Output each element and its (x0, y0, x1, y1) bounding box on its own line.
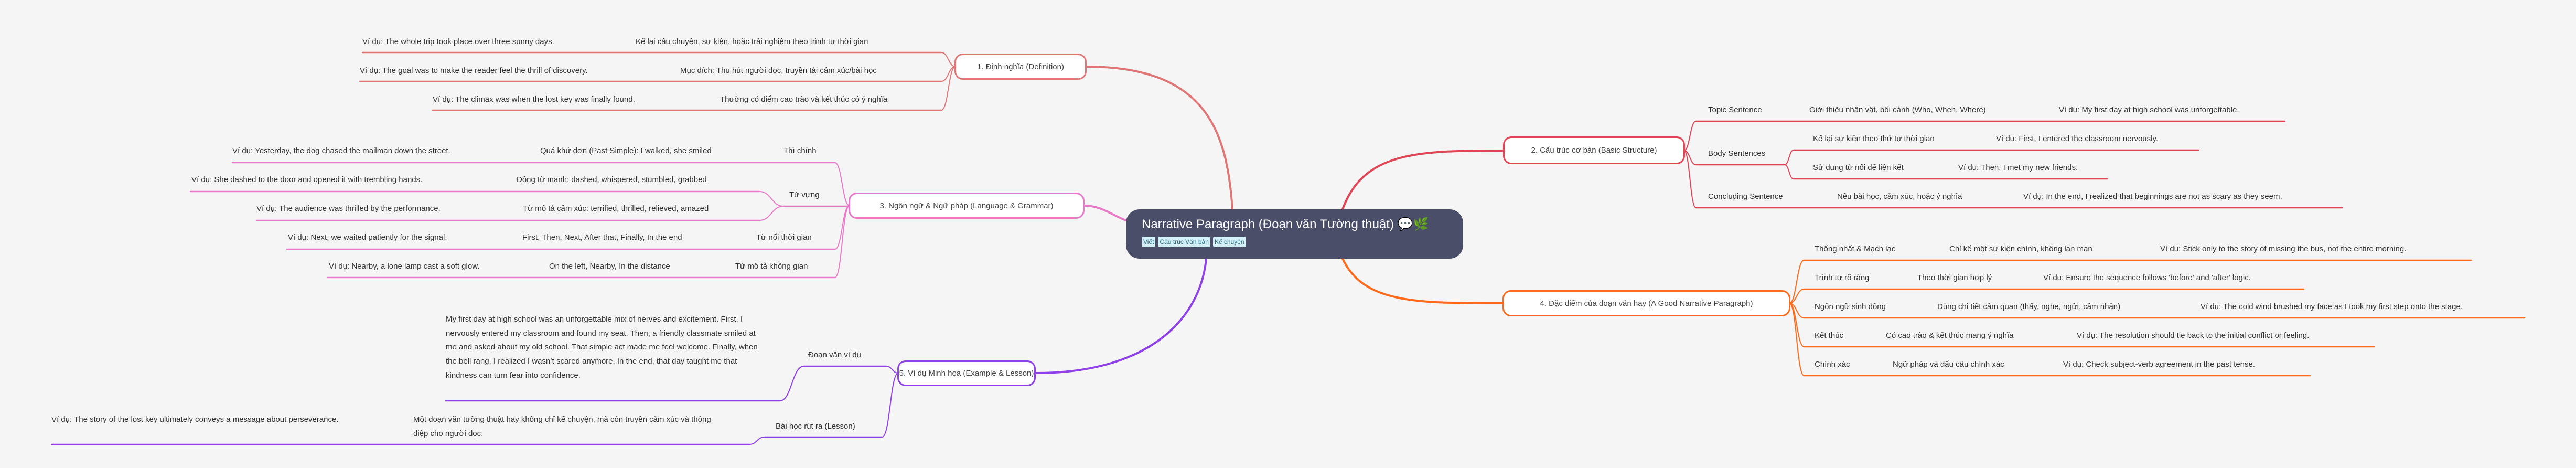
detail-text[interactable]: Dùng chi tiết cảm quan (thấy, nghe, ngửi… (1937, 302, 2121, 311)
subtopic[interactable]: Đoạn văn ví dụ (808, 350, 861, 359)
example-text[interactable]: Ví dụ: The climax was when the lost key … (433, 95, 635, 104)
branch-curve (759, 206, 784, 221)
detail-text[interactable]: Động từ mạnh: dashed, whispered, stumble… (517, 175, 707, 184)
example-paragraph[interactable]: My first day at high school was an unfor… (446, 315, 758, 380)
example-text[interactable]: Ví dụ: My first day at high school was u… (2059, 105, 2239, 114)
detail-text[interactable]: Theo thời gian hợp lý (1917, 273, 1992, 282)
root-tags: Viết Cấu trúc Văn bản Kể chuyện (1142, 237, 1447, 247)
example-text[interactable]: Ví dụ: Yesterday, the dog chased the mai… (232, 146, 450, 155)
subtopic[interactable]: Từ nối thời gian (756, 233, 812, 242)
example-text[interactable]: Ví dụ: The story of the lost key ultimat… (51, 415, 339, 424)
subtopic[interactable]: Chính xác (1815, 360, 1850, 369)
root-topic[interactable]: Narrative Paragraph (Đoạn văn Tường thuậ… (1126, 209, 1463, 259)
branch-curve (779, 366, 804, 401)
example-text[interactable]: Ví dụ: In the end, I realized that begin… (2023, 192, 2282, 201)
topic-example-lesson[interactable]: 5. Ví dụ Minh họa (Example & Lesson) (897, 360, 1036, 386)
detail-text[interactable]: Quá khứ đơn (Past Simple): I walked, she… (540, 146, 712, 155)
branch-curve (1789, 289, 1805, 304)
detail-text[interactable]: Chỉ kể một sự kiện chính, không lan man (1949, 244, 2092, 253)
example-text[interactable]: Ví dụ: Stick only to the story of missin… (2160, 244, 2407, 253)
subtopic[interactable]: Body Sentences (1708, 149, 1766, 158)
detail-text[interactable]: On the left, Nearby, In the distance (549, 262, 670, 271)
subtopic[interactable]: Bài học rút ra (Lesson) (776, 422, 855, 431)
detail-text[interactable]: Sử dụng từ nối để liên kết (1813, 163, 1904, 172)
topic-good-paragraph-label: 4. Đặc điểm của đoạn văn hay (A Good Nar… (1540, 299, 1753, 308)
example-text[interactable]: Ví dụ: Nearby, a lone lamp cast a soft g… (329, 262, 480, 271)
tag-writing[interactable]: Viết (1142, 237, 1156, 247)
detail-text[interactable]: First, Then, Next, After that, Finally, … (522, 233, 682, 242)
subtopic[interactable]: Từ vựng (789, 190, 820, 199)
root-connector-3 (1083, 205, 1127, 221)
topic-good-paragraph[interactable]: 4. Đặc điểm của đoạn văn hay (A Good Nar… (1502, 290, 1790, 316)
branch-curve (1683, 150, 1697, 208)
branch-curve (834, 162, 850, 206)
topic-basic-structure[interactable]: 2. Cấu trúc cơ bản (Basic Structure) (1503, 136, 1685, 164)
branch-curve (1784, 164, 1794, 179)
example-text[interactable]: Ví dụ: She dashed to the door and opened… (191, 175, 423, 184)
branch-curve (1789, 303, 1805, 376)
topic-language-grammar[interactable]: 3. Ngôn ngữ & Ngữ pháp (Language & Gramm… (849, 193, 1085, 219)
example-text[interactable]: Ví dụ: First, I entered the classroom ne… (1996, 134, 2159, 143)
root-title-row: Narrative Paragraph (Đoạn văn Tường thuậ… (1142, 217, 1447, 232)
example-text[interactable]: Ví dụ: The audience was thrilled by the … (256, 204, 441, 213)
branch-curve (886, 366, 899, 374)
branch-curve (941, 52, 956, 67)
example-text[interactable]: Ví dụ: Check subject-verb agreement in t… (2063, 360, 2256, 369)
detail-text[interactable]: Có cao trào & kết thúc mang ý nghĩa (1886, 331, 2014, 340)
tag-storytelling[interactable]: Kể chuyện (1212, 237, 1246, 247)
subtopic[interactable]: Kết thúc (1815, 331, 1844, 340)
subtopic[interactable]: Kể lại câu chuyện, sự kiện, hoặc trải ng… (636, 37, 868, 46)
example-text[interactable]: Ví dụ: The cold wind brushed my face as … (2201, 302, 2463, 311)
branch-curve (759, 191, 784, 207)
subtopic[interactable]: Concluding Sentence (1708, 192, 1783, 201)
subtopic[interactable]: Thì chính (783, 146, 817, 155)
tag-text-structure[interactable]: Cấu trúc Văn bản (1158, 237, 1210, 247)
branch-curve (1784, 150, 1794, 165)
detail-text[interactable]: Kể lại sự kiện theo thứ tự thời gian (1813, 134, 1935, 143)
subtopic[interactable]: Ngôn ngữ sinh động (1815, 302, 1886, 311)
subtopic[interactable]: Topic Sentence (1708, 105, 1762, 114)
example-text[interactable]: Ví dụ: The goal was to make the reader f… (360, 66, 588, 75)
branch-curve (882, 373, 899, 438)
subtopic[interactable]: Thống nhất & Mạch lạc (1815, 244, 1896, 253)
example-text[interactable]: Ví dụ: The whole trip took place over th… (362, 37, 554, 46)
root-connector-4 (1341, 258, 1504, 304)
subtopic[interactable]: Thường có điểm cao trào và kết thúc có ý… (720, 95, 888, 104)
lesson-text[interactable]: Một đoạn văn tường thuật hay không chỉ k… (413, 415, 711, 438)
subtopic[interactable]: Mục đích: Thu hút người đọc, truyền tải … (680, 66, 877, 75)
branch-curve (941, 66, 956, 111)
root-title: Narrative Paragraph (Đoạn văn Tường thuậ… (1142, 217, 1394, 231)
detail-text[interactable]: Từ mô tả cảm xúc: terrified, thrilled, r… (523, 204, 709, 213)
example-text[interactable]: Ví dụ: The resolution should tie back to… (2077, 331, 2310, 340)
root-connector-1 (1086, 66, 1233, 210)
root-connector-5 (1035, 258, 1207, 374)
topic-example-lesson-label: 5. Ví dụ Minh họa (Example & Lesson) (899, 369, 1034, 378)
detail-text[interactable]: Nêu bài học, cảm xúc, hoặc ý nghĩa (1837, 192, 1962, 201)
branch-curve (1683, 121, 1697, 151)
branch-curve (749, 437, 765, 445)
subtopic[interactable]: Từ mô tả không gian (735, 262, 808, 271)
topic-definition[interactable]: 1. Định nghĩa (Definition) (954, 54, 1087, 80)
branch-curve (1789, 260, 1805, 304)
topic-basic-structure-label: 2. Cấu trúc cơ bản (Basic Structure) (1531, 146, 1657, 155)
example-text[interactable]: Ví dụ: Ensure the sequence follows 'befo… (2043, 273, 2251, 282)
subtopic[interactable]: Trình tự rõ ràng (1815, 273, 1870, 282)
topic-language-grammar-label: 3. Ngôn ngữ & Ngữ pháp (Language & Gramm… (879, 201, 1054, 210)
branch-curve (834, 205, 850, 278)
example-text[interactable]: Ví dụ: Then, I met my new friends. (1958, 163, 2078, 172)
detail-text[interactable]: Ngữ pháp và dấu câu chính xác (1893, 360, 2004, 369)
topic-definition-label: 1. Định nghĩa (Definition) (977, 62, 1064, 71)
speech-bubble-leaf-emoji-icon: 💬🌿 (1397, 217, 1429, 231)
detail-text[interactable]: Giới thiệu nhân vật, bối cảnh (Who, When… (1809, 105, 1986, 114)
root-connector-2 (1341, 150, 1504, 210)
example-text[interactable]: Ví dụ: Next, we waited patiently for the… (288, 233, 447, 242)
